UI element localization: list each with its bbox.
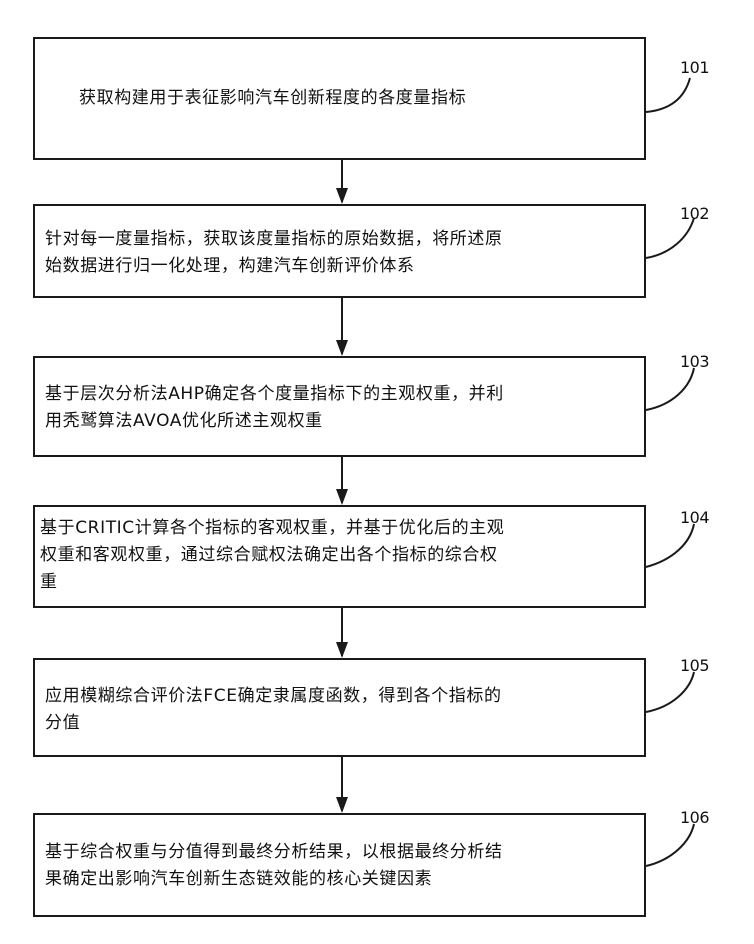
leader-106 xyxy=(646,824,694,866)
step-text-103: 基于层次分析法AHP确定各个度量指标下的主观权重，并利 用秃鹫算法AVOA优化所… xyxy=(35,381,644,435)
step-box-104: 基于CRITIC计算各个指标的客观权重，并基于优化后的主观 权重和客观权重，通过… xyxy=(33,505,646,608)
step-label-104: 104 xyxy=(680,508,709,527)
step-label-102: 102 xyxy=(680,204,709,223)
leader-103 xyxy=(646,368,694,410)
step-label-106: 106 xyxy=(680,808,709,827)
step-text-102: 针对每一度量指标，获取该度量指标的原始数据，将所述原 始数据进行归一化处理，构建… xyxy=(35,226,644,280)
step-text-106: 基于综合权重与分值得到最终分析结果，以根据最终分析结 果确定出影响汽车创新生态链… xyxy=(35,839,644,893)
step-label-103: 103 xyxy=(680,352,709,371)
step-box-101: 获取构建用于表征影响汽车创新程度的各度量指标 xyxy=(33,37,646,160)
step-label-105: 105 xyxy=(680,656,709,675)
step-text-104: 基于CRITIC计算各个指标的客观权重，并基于优化后的主观 权重和客观权重，通过… xyxy=(35,515,644,596)
leader-104 xyxy=(646,524,694,567)
leader-101 xyxy=(646,78,690,112)
leader-102 xyxy=(646,218,694,258)
step-text-105: 应用模糊综合评价法FCE确定隶属度函数，得到各个指标的 分值 xyxy=(35,683,644,737)
step-label-101: 101 xyxy=(680,58,709,77)
step-box-105: 应用模糊综合评价法FCE确定隶属度函数，得到各个指标的 分值 xyxy=(33,658,646,757)
leader-105 xyxy=(646,672,694,712)
step-box-103: 基于层次分析法AHP确定各个度量指标下的主观权重，并利 用秃鹫算法AVOA优化所… xyxy=(33,356,646,457)
step-box-106: 基于综合权重与分值得到最终分析结果，以根据最终分析结 果确定出影响汽车创新生态链… xyxy=(33,813,646,917)
step-box-102: 针对每一度量指标，获取该度量指标的原始数据，将所述原 始数据进行归一化处理，构建… xyxy=(33,204,646,298)
step-text-101: 获取构建用于表征影响汽车创新程度的各度量指标 xyxy=(35,85,644,112)
